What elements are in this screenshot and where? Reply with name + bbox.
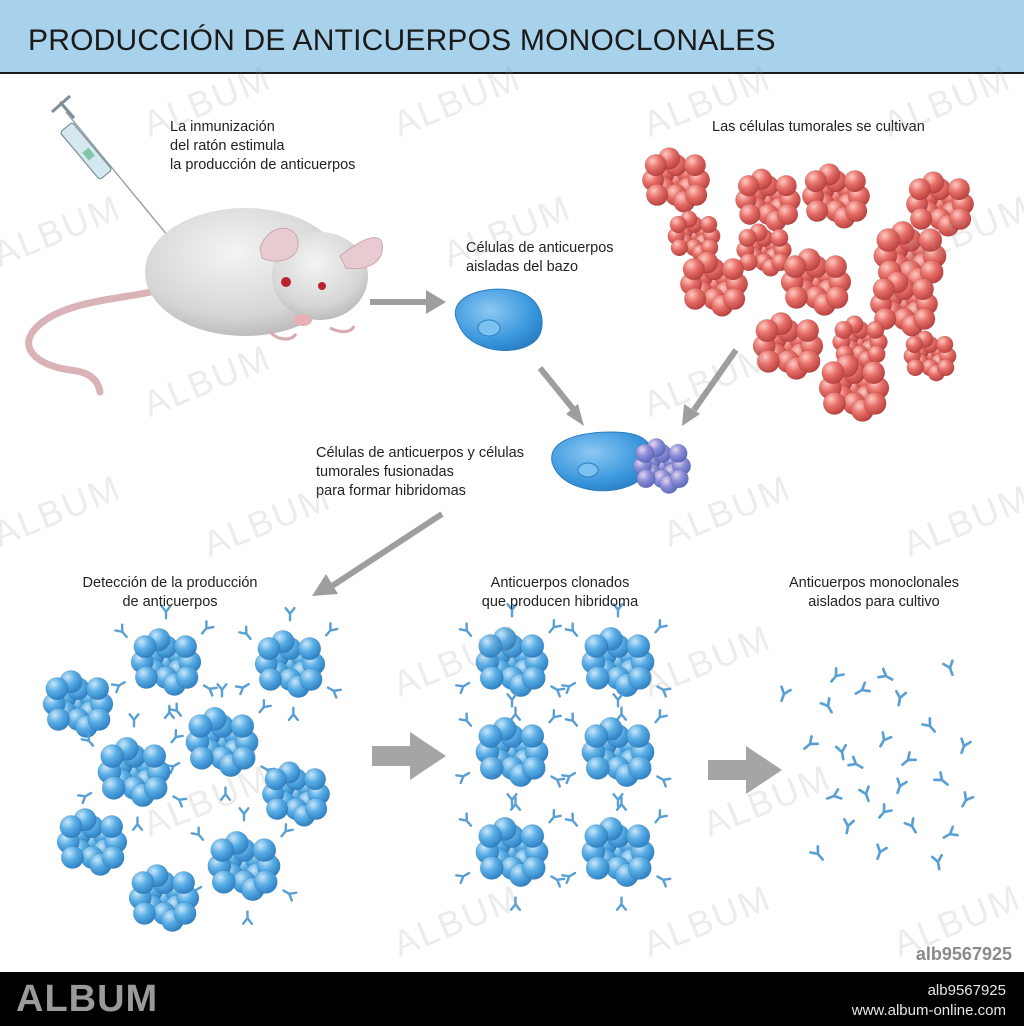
- label-immunization-line-2: del ratón estimula: [170, 138, 285, 154]
- antibody: [874, 731, 893, 750]
- antibody: [874, 802, 893, 822]
- detection-cluster: [165, 683, 276, 801]
- antibody: [877, 667, 896, 686]
- arrow-mouse-to-spleen: [370, 290, 446, 314]
- antibody: [809, 844, 828, 864]
- antibody: [852, 681, 871, 700]
- antibody: [800, 735, 820, 754]
- label-detection: Detección de la producción de anticuerpo…: [82, 575, 258, 610]
- fused-cluster: [632, 438, 692, 494]
- detection-cluster: [77, 713, 188, 831]
- tumor-cluster: [869, 271, 939, 337]
- label-tumor-cells: Las células tumorales se cultivan: [712, 119, 925, 135]
- arrow-tumor-to-fused: [682, 348, 739, 426]
- cloned-cluster-group: [455, 603, 672, 911]
- stock-id: alb9567925: [915, 944, 1012, 964]
- arrow-cloned-to-isolated: [708, 746, 782, 794]
- antibody: [955, 737, 972, 756]
- cloned-cluster: [561, 603, 672, 721]
- antibody: [824, 788, 843, 805]
- label-isolated: Anticuerpos monoclonales aislados para c…: [788, 575, 960, 610]
- antibody: [892, 689, 908, 708]
- antibody: [847, 755, 866, 774]
- tumor-cluster: [667, 210, 721, 262]
- tumor-cell-cluster-icon: [641, 147, 975, 422]
- syringe-icon: [51, 94, 169, 237]
- detection-cluster-group: [42, 604, 342, 932]
- antibody: [921, 716, 940, 736]
- spleen-cell-icon: [454, 288, 543, 351]
- detection-cluster: [234, 606, 342, 722]
- tumor-cluster: [905, 171, 975, 237]
- antibody: [775, 685, 792, 704]
- page-title: PRODUCCIÓN DE ANTICUERPOS MONOCLONALES: [28, 24, 776, 57]
- antibody-icon: [775, 659, 975, 872]
- arrow-spleen-to-fused: [537, 366, 584, 426]
- label-immunization: La inmunización del ratón estimula la pr…: [170, 118, 355, 175]
- mouse-icon: [25, 208, 383, 396]
- tumor-cluster: [736, 223, 792, 277]
- footer-brand: ALBUM: [16, 978, 159, 1020]
- antibody: [834, 743, 850, 762]
- antibody: [871, 843, 888, 862]
- label-immunization-line-1: La inmunización: [170, 119, 275, 135]
- detection-cluster: [56, 808, 128, 876]
- tumor-cluster: [801, 163, 871, 229]
- tumor-cluster: [818, 354, 890, 422]
- antibody: [932, 771, 952, 790]
- antibody: [930, 853, 946, 872]
- antibody: [819, 697, 838, 716]
- tumor-cluster: [752, 312, 824, 380]
- label-spleen-cells: Células de anticuerpos aisladas del bazo: [466, 240, 614, 275]
- cloned-cluster: [561, 693, 672, 811]
- detection-cluster: [110, 604, 218, 720]
- antibody: [942, 659, 959, 678]
- tumor-cluster: [679, 251, 749, 317]
- antibody: [898, 751, 918, 770]
- hybridoma-icon: [551, 431, 692, 494]
- detection-cluster: [42, 670, 114, 738]
- footer: ALBUM alb9567925 www.album-online.com: [0, 972, 1024, 1026]
- antibody: [840, 817, 856, 836]
- tumor-cluster: [903, 330, 957, 382]
- label-immunization-line-3: la producción de anticuerpos: [170, 157, 356, 173]
- tumor-cluster: [832, 315, 888, 369]
- label-fused-cells: Células de anticuerpos y células tumoral…: [316, 445, 524, 499]
- cloned-cluster: [455, 793, 566, 911]
- detection-cluster: [261, 761, 331, 827]
- detection-cluster: [128, 864, 200, 932]
- antibody: [858, 785, 875, 804]
- title-bar: PRODUCCIÓN DE ANTICUERPOS MONOCLONALES: [0, 0, 1024, 74]
- cloned-cluster: [455, 603, 566, 721]
- footer-id: alb9567925: [927, 982, 1006, 999]
- tumor-cluster: [780, 248, 852, 316]
- antibody: [891, 777, 908, 796]
- antibody: [940, 825, 959, 844]
- antibody: [903, 817, 922, 836]
- diagram-canvas: [25, 94, 975, 932]
- footer-url[interactable]: www.album-online.com: [851, 1002, 1006, 1019]
- tumor-cluster: [735, 168, 801, 232]
- label-cloned: Anticuerpos clonados que producen hibrid…: [481, 575, 639, 610]
- tumor-cluster: [641, 147, 711, 213]
- arrow-detection-to-cloned: [372, 732, 446, 780]
- antibody: [956, 791, 975, 810]
- cloned-cluster: [561, 793, 672, 911]
- cloned-cluster: [455, 693, 566, 811]
- antibody: [826, 666, 845, 686]
- detection-cluster: [187, 807, 298, 925]
- arrow-fused-to-detection: [312, 511, 444, 596]
